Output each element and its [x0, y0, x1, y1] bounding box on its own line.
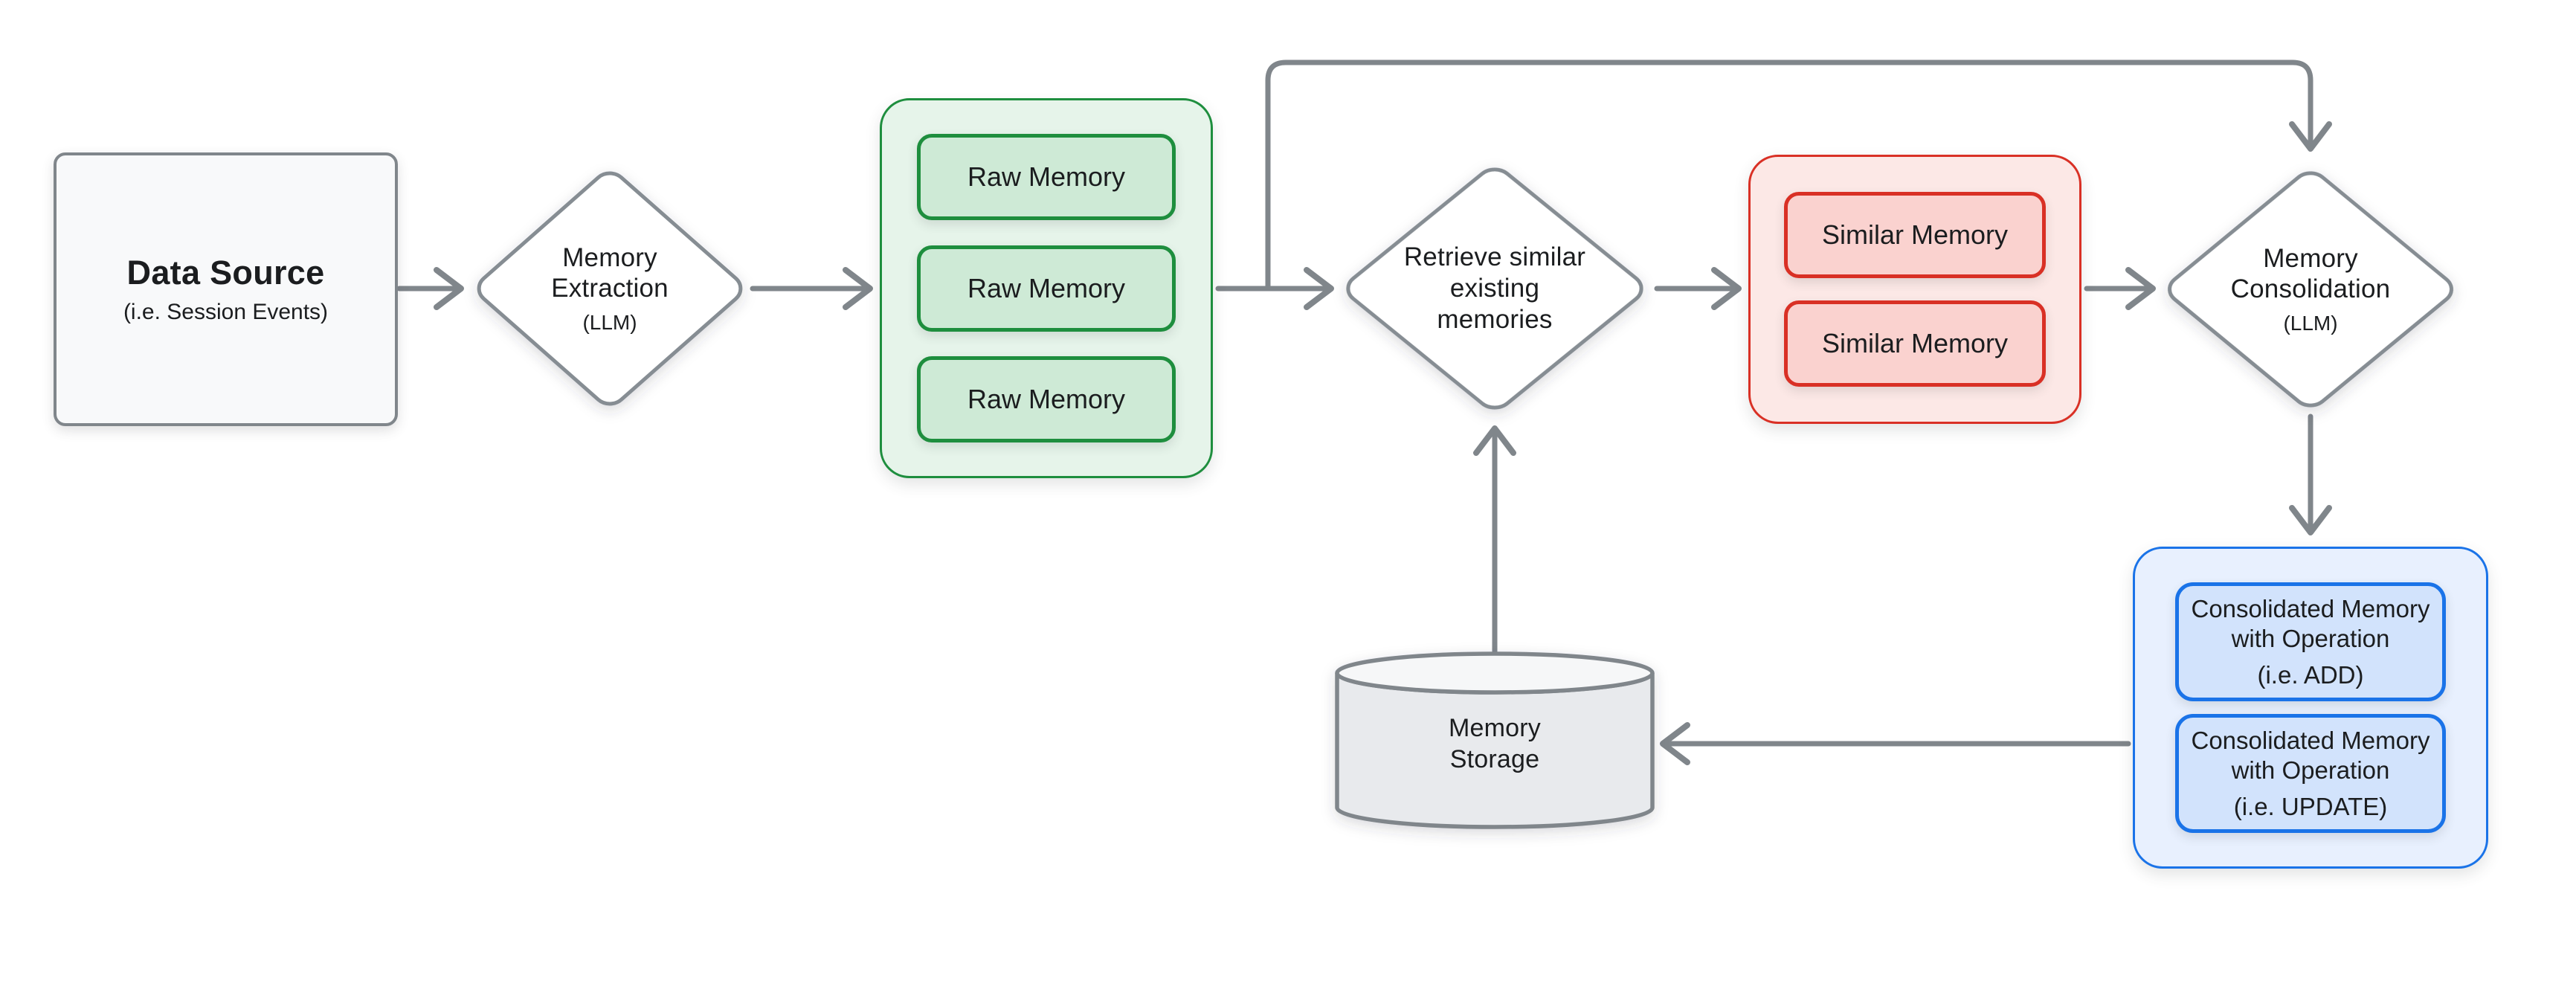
raw-memory-group: Raw Memory Raw Memory Raw Memory [880, 98, 1213, 478]
raw-memory-label: Raw Memory [967, 161, 1126, 192]
data-source-title: Data Source [126, 254, 325, 292]
similar-memory-item: Similar Memory [1784, 300, 2046, 387]
consolidated-memory-title: Consolidated Memory with Operation [2191, 594, 2430, 652]
raw-memory-item: Raw Memory [917, 356, 1176, 442]
data-source-subtitle: (i.e. Session Events) [123, 300, 329, 324]
consolidated-memory-item: Consolidated Memory with Operation (i.e.… [2175, 582, 2446, 701]
consolidated-memory-group: Consolidated Memory with Operation (i.e.… [2133, 547, 2488, 869]
consolidated-memory-item: Consolidated Memory with Operation (i.e.… [2175, 714, 2446, 833]
memory-consolidation-diamond [2163, 167, 2459, 411]
cylinder-top [1335, 651, 1655, 695]
similar-memory-group: Similar Memory Similar Memory [1748, 155, 2081, 424]
decision-shapes [472, 164, 2459, 413]
consolidated-memory-title: Consolidated Memory with Operation [2191, 726, 2430, 784]
retrieve-similar-diamond [1341, 164, 1649, 413]
consolidated-memory-operation: (i.e. ADD) [2257, 661, 2364, 689]
similar-memory-item: Similar Memory [1784, 192, 2046, 278]
data-source-node: Data Source (i.e. Session Events) [54, 152, 398, 426]
similar-memory-label: Similar Memory [1821, 219, 2008, 250]
cylinder-body [1335, 672, 1655, 829]
raw-memory-item: Raw Memory [917, 245, 1176, 332]
arrow-rawmemory-feedback-to-consolidation [1265, 59, 2332, 292]
raw-memory-label: Raw Memory [967, 384, 1126, 414]
similar-memory-label: Similar Memory [1821, 328, 2008, 358]
memory-storage-cylinder [1335, 651, 1655, 829]
flow-arrows [396, 59, 2332, 765]
consolidated-memory-operation: (i.e. UPDATE) [2233, 793, 2388, 821]
memory-extraction-diamond [472, 167, 747, 410]
raw-memory-item: Raw Memory [917, 134, 1176, 220]
raw-memory-label: Raw Memory [967, 272, 1126, 303]
